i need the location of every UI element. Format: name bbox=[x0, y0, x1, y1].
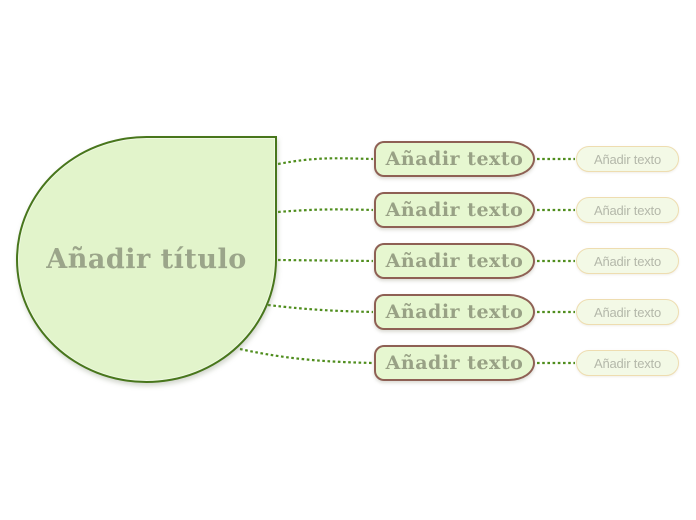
topic-node-1[interactable]: Añadir texto bbox=[374, 141, 535, 177]
connector-root-topic-1 bbox=[277, 157, 374, 166]
root-topic-node[interactable]: Añadir título bbox=[16, 136, 277, 383]
subtopic-label: Añadir texto bbox=[594, 151, 661, 167]
subtopic-node-5[interactable]: Añadir texto bbox=[576, 350, 679, 376]
topic-label: Añadir texto bbox=[385, 301, 524, 323]
connector-root-topic-4 bbox=[267, 303, 374, 314]
subtopic-label: Añadir texto bbox=[594, 202, 661, 218]
topic-label: Añadir texto bbox=[385, 352, 524, 374]
subtopic-label: Añadir texto bbox=[594, 253, 661, 269]
connector-root-topic-5 bbox=[239, 347, 374, 365]
connector-root-topic-2 bbox=[277, 208, 374, 214]
subtopic-label: Añadir texto bbox=[594, 304, 661, 320]
topic-label: Añadir texto bbox=[385, 250, 524, 272]
subtopic-node-2[interactable]: Añadir texto bbox=[576, 197, 679, 223]
topic-node-5[interactable]: Añadir texto bbox=[374, 345, 535, 381]
subtopic-node-1[interactable]: Añadir texto bbox=[576, 146, 679, 172]
topic-node-2[interactable]: Añadir texto bbox=[374, 192, 535, 228]
subtopic-node-4[interactable]: Añadir texto bbox=[576, 299, 679, 325]
topic-node-3[interactable]: Añadir texto bbox=[374, 243, 535, 279]
root-topic-label: Añadir título bbox=[46, 244, 247, 275]
subtopic-label: Añadir texto bbox=[594, 355, 661, 371]
subtopic-node-3[interactable]: Añadir texto bbox=[576, 248, 679, 274]
topic-label: Añadir texto bbox=[385, 148, 524, 170]
topic-label: Añadir texto bbox=[385, 199, 524, 221]
topic-node-4[interactable]: Añadir texto bbox=[374, 294, 535, 330]
connector-root-topic-3 bbox=[277, 258, 374, 263]
